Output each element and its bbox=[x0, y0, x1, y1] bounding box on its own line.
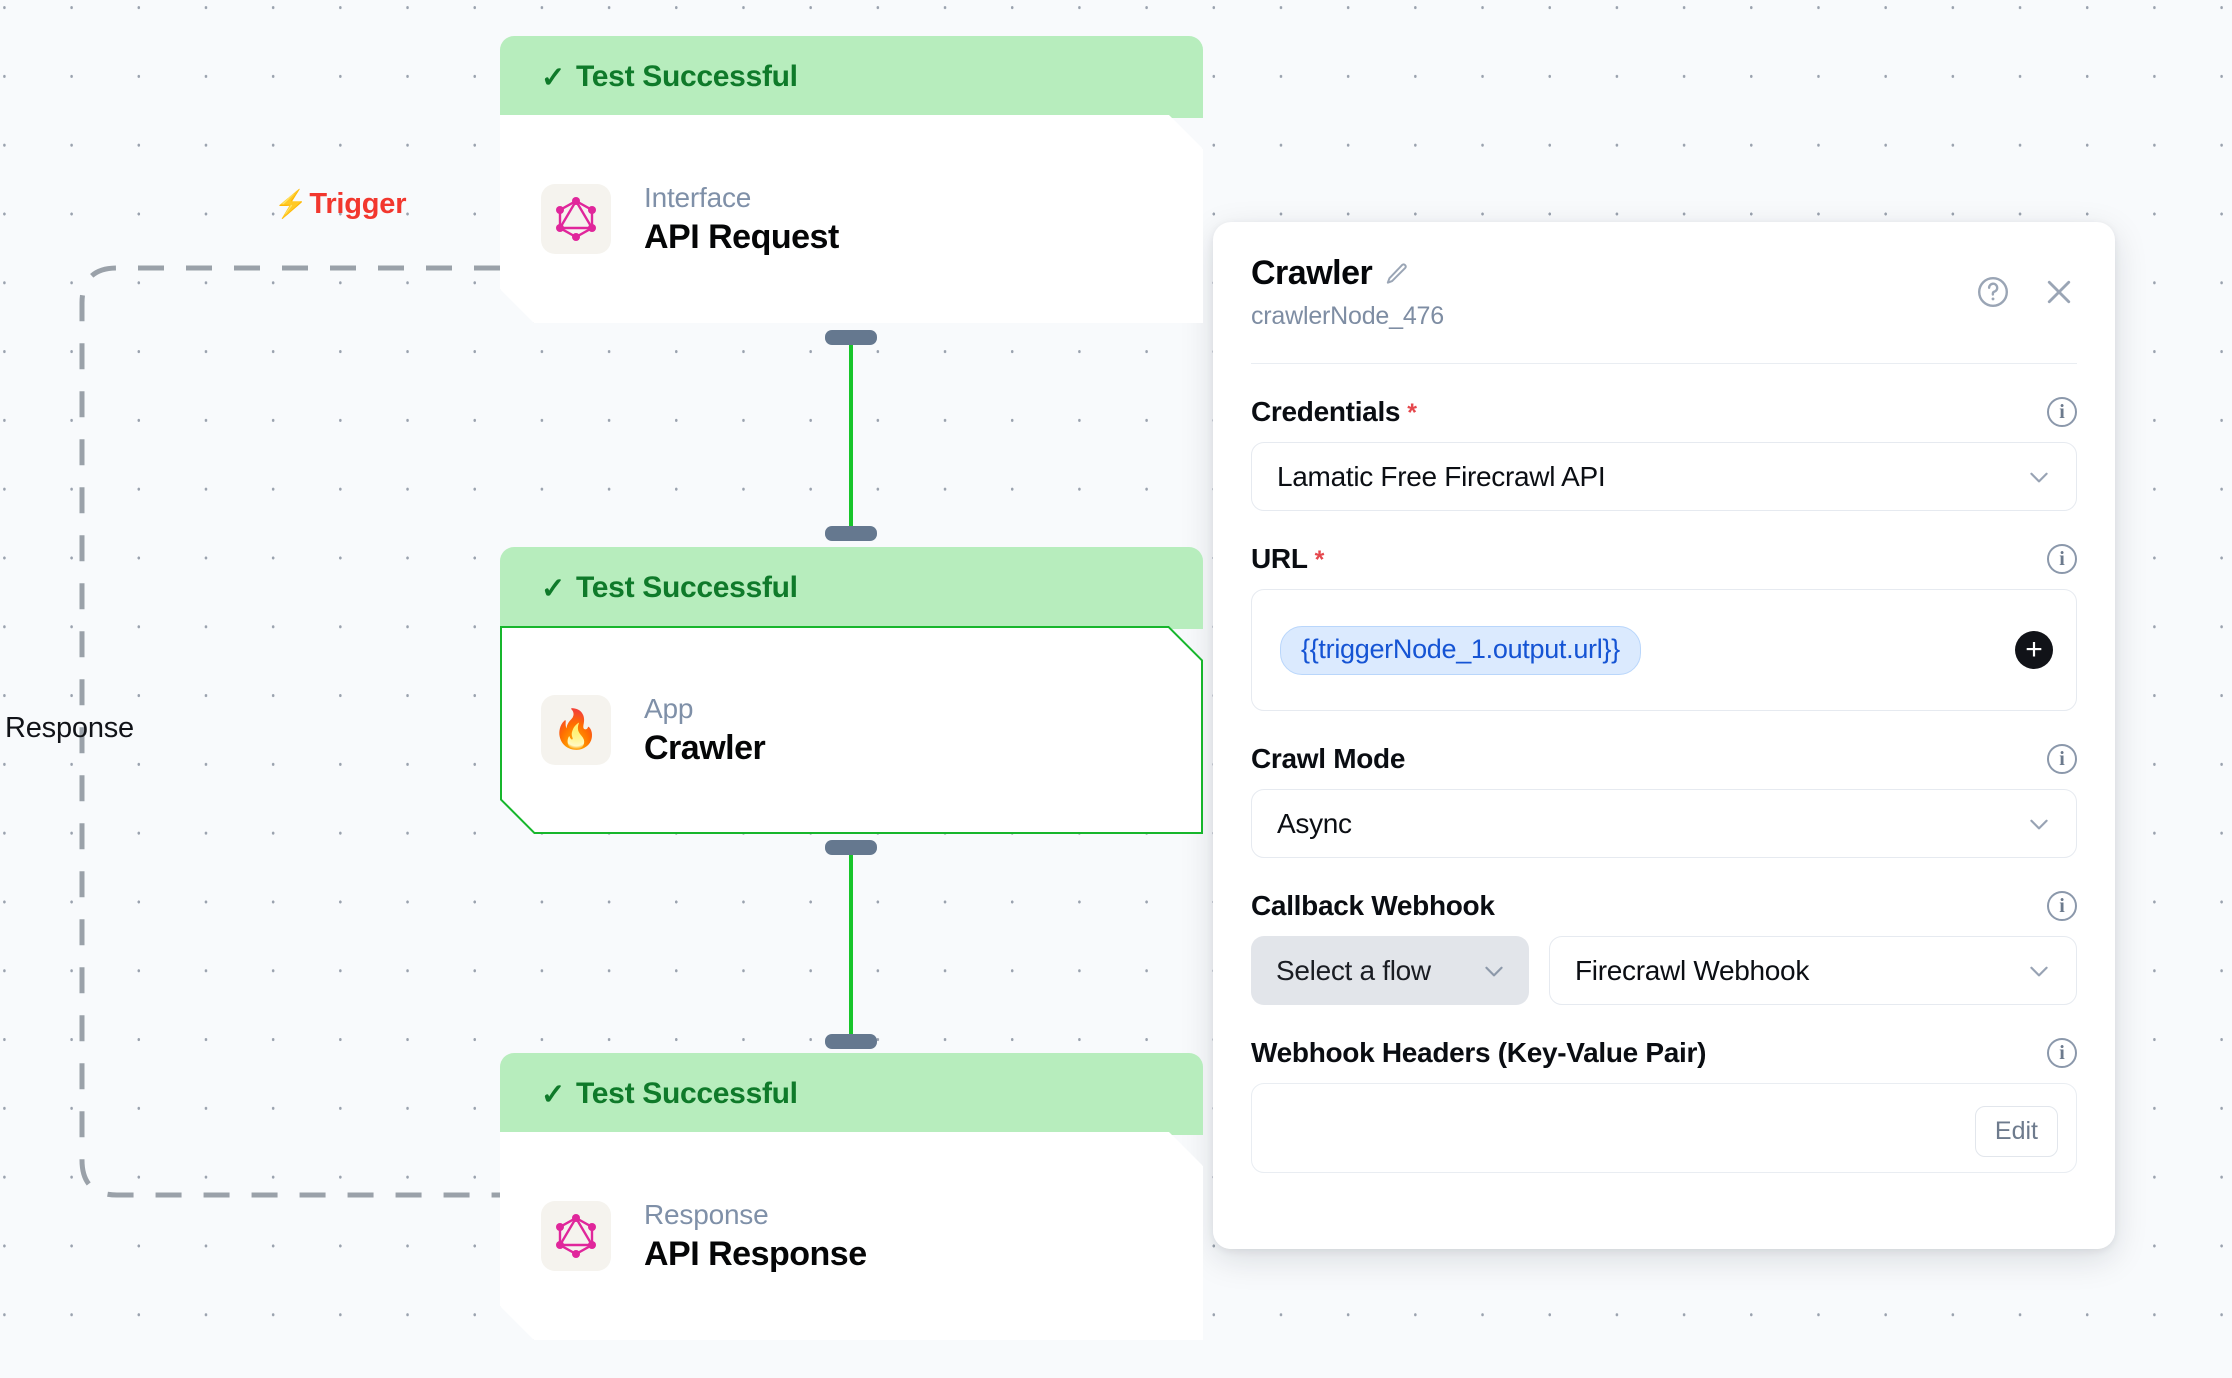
node-crawler[interactable]: ✓ Test Successful 🔥 App Crawler bbox=[500, 547, 1203, 834]
node-title: API Request bbox=[644, 217, 839, 256]
crawl-mode-select[interactable]: Async bbox=[1251, 789, 2077, 858]
pencil-icon[interactable] bbox=[1384, 261, 1410, 287]
chevron-down-icon bbox=[2030, 472, 2048, 482]
node-status-text: Test Successful bbox=[576, 571, 798, 604]
url-input[interactable]: {{triggerNode_1.output.url}} + bbox=[1251, 589, 2077, 711]
plus-icon[interactable]: + bbox=[2015, 631, 2053, 669]
node-status-banner: ✓ Test Successful bbox=[500, 547, 1203, 629]
credentials-select[interactable]: Lamatic Free Firecrawl API bbox=[1251, 442, 2077, 511]
response-label: Response bbox=[5, 712, 134, 744]
node-handle-target[interactable] bbox=[825, 526, 877, 541]
callback-webhook-label: Callback Webhook bbox=[1251, 890, 1495, 921]
graphql-icon bbox=[541, 1201, 611, 1271]
node-title: API Response bbox=[644, 1234, 867, 1273]
callback-hook-select[interactable]: Firecrawl Webhook bbox=[1549, 936, 2077, 1005]
field-url: URL * i {{triggerNode_1.output.url}} + bbox=[1251, 543, 2077, 711]
callback-flow-select[interactable]: Select a flow bbox=[1251, 936, 1529, 1005]
trigger-label: ⚡Trigger bbox=[274, 188, 407, 221]
node-card[interactable]: 🔥 App Crawler bbox=[500, 626, 1203, 834]
node-kind-label: Interface bbox=[644, 181, 752, 213]
chevron-down-icon bbox=[2030, 819, 2048, 829]
node-status-banner: ✓ Test Successful bbox=[500, 36, 1203, 118]
graphql-icon bbox=[541, 184, 611, 254]
check-icon: ✓ bbox=[541, 1078, 565, 1111]
node-api-request[interactable]: ✓ Test Successful Interface bbox=[500, 36, 1203, 323]
edit-button[interactable]: Edit bbox=[1974, 1106, 2058, 1157]
credentials-value: Lamatic Free Firecrawl API bbox=[1277, 460, 1606, 492]
node-kind-label: Response bbox=[644, 1198, 769, 1230]
node-status-text: Test Successful bbox=[576, 60, 798, 93]
field-webhook-headers: Webhook Headers (Key-Value Pair) i Edit bbox=[1251, 1037, 2077, 1173]
node-card[interactable]: Response API Response bbox=[500, 1132, 1203, 1340]
node-config-panel[interactable]: Crawler crawlerNode_476 bbox=[1213, 222, 2115, 1249]
node-kind-label: App bbox=[644, 692, 694, 724]
field-crawl-mode: Crawl Mode i Async bbox=[1251, 743, 2077, 858]
panel-title: Crawler bbox=[1251, 254, 1373, 292]
panel-header: Crawler crawlerNode_476 bbox=[1251, 222, 2077, 331]
chevron-down-icon bbox=[1485, 966, 1503, 976]
crawl-mode-value: Async bbox=[1277, 807, 1352, 839]
callback-flow-value: Select a flow bbox=[1276, 954, 1431, 986]
edge-connector bbox=[849, 337, 853, 533]
required-marker: * bbox=[1407, 399, 1417, 427]
url-label: URL bbox=[1251, 543, 1308, 574]
info-icon[interactable]: i bbox=[2047, 891, 2077, 921]
node-handle-target[interactable] bbox=[825, 1034, 877, 1049]
node-status-text: Test Successful bbox=[576, 1077, 798, 1110]
edge-connector bbox=[849, 847, 853, 1041]
header-divider bbox=[1251, 363, 2077, 364]
required-marker: * bbox=[1314, 546, 1325, 574]
url-token-chip[interactable]: {{triggerNode_1.output.url}} bbox=[1280, 625, 1641, 675]
chevron-down-icon bbox=[2030, 966, 2048, 976]
info-icon[interactable]: i bbox=[2047, 397, 2077, 427]
node-status-banner: ✓ Test Successful bbox=[500, 1053, 1203, 1135]
info-icon[interactable]: i bbox=[2047, 1038, 2077, 1068]
info-icon[interactable]: i bbox=[2047, 544, 2077, 574]
check-icon: ✓ bbox=[541, 61, 565, 94]
close-icon[interactable] bbox=[2041, 274, 2077, 310]
credentials-label: Credentials bbox=[1251, 396, 1401, 427]
node-handle-source[interactable] bbox=[825, 330, 877, 345]
webhook-headers-label: Webhook Headers (Key-Value Pair) bbox=[1251, 1037, 1707, 1068]
crawl-mode-label: Crawl Mode bbox=[1251, 743, 1406, 774]
webhook-headers-input[interactable]: Edit bbox=[1251, 1083, 2077, 1173]
bolt-icon: ⚡ bbox=[274, 189, 308, 219]
help-circle-icon[interactable] bbox=[1975, 274, 2011, 310]
node-card[interactable]: Interface API Request bbox=[500, 115, 1203, 323]
trigger-label-text: Trigger bbox=[309, 188, 407, 220]
node-handle-source[interactable] bbox=[825, 840, 877, 855]
callback-hook-value: Firecrawl Webhook bbox=[1575, 954, 1810, 986]
field-callback-webhook: Callback Webhook i Select a flow Firecra… bbox=[1251, 890, 2077, 1005]
flame-icon: 🔥 bbox=[541, 695, 611, 765]
info-icon[interactable]: i bbox=[2047, 744, 2077, 774]
field-credentials: Credentials * i Lamatic Free Firecrawl A… bbox=[1251, 396, 2077, 511]
node-title: Crawler bbox=[644, 728, 766, 767]
panel-subtitle: crawlerNode_476 bbox=[1251, 302, 1444, 330]
check-icon: ✓ bbox=[541, 572, 565, 605]
node-api-response[interactable]: ✓ Test Successful Response bbox=[500, 1053, 1203, 1340]
